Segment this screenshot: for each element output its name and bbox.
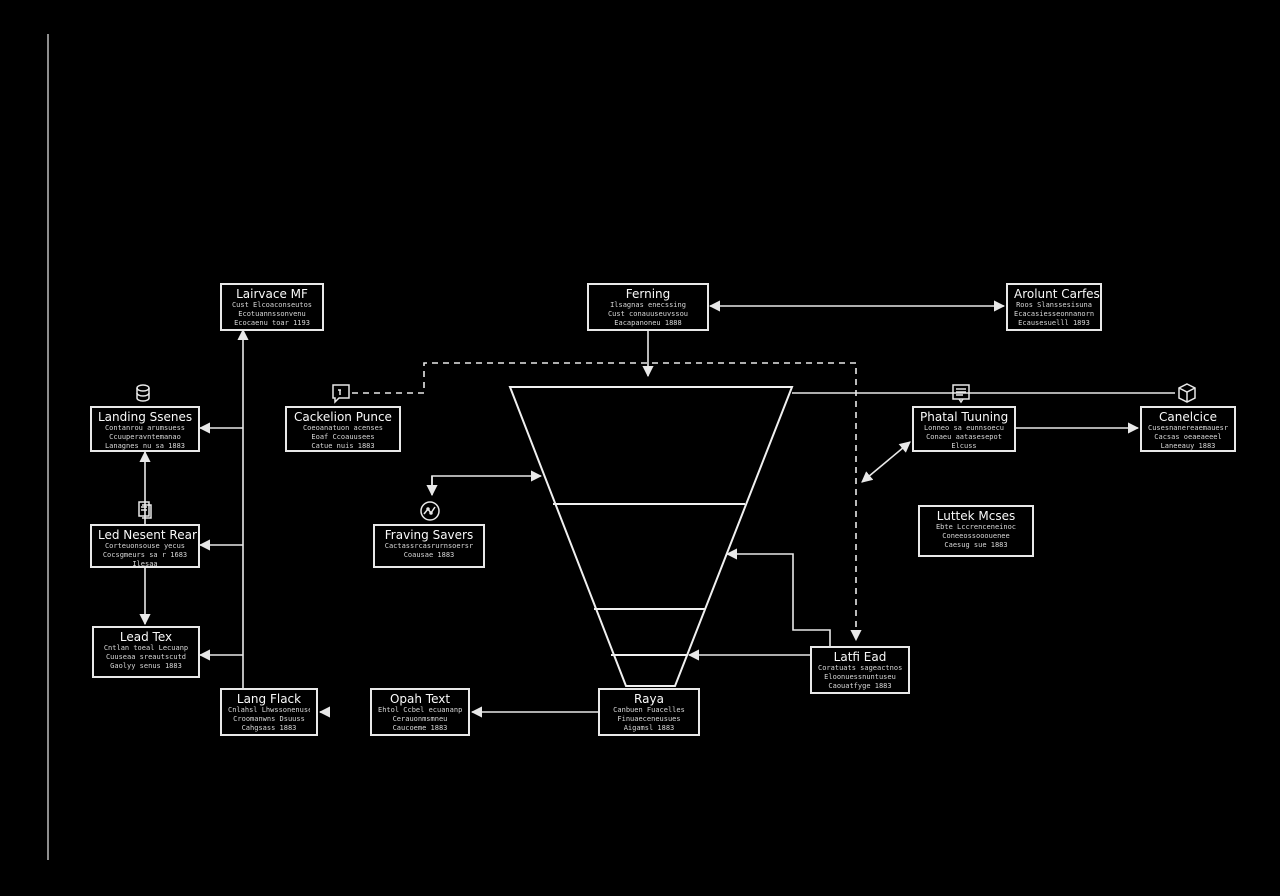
- node-text: Contanrou arumsuess: [104, 424, 186, 432]
- node-latfi-ead[interactable]: Latfi Ead Coratuats sageactnos Eloonuess…: [810, 646, 910, 694]
- node-canelcice[interactable]: Canelcice Cusesnanereaemauesr Cacsas oea…: [1140, 406, 1236, 452]
- node-text: Ecotuannssonvenu: [238, 310, 306, 318]
- node-text: Croomanwns Dsuuss: [233, 715, 305, 723]
- node-text: Finuaeceneusues: [617, 715, 681, 723]
- node-text: Cacsas oeaeaeeel: [1154, 433, 1222, 441]
- node-title: Landing Ssenes: [98, 410, 193, 424]
- node-text: Gaolyy senus 1883: [110, 662, 182, 670]
- node-raya[interactable]: Raya Canbuen Fuacelles Finuaeceneusues A…: [598, 688, 700, 736]
- node-text: Eacapanoneu 1888: [614, 319, 682, 327]
- node-text: Corteuonsouse yecus: [104, 542, 186, 550]
- node-text: Coneeossooouenee: [942, 532, 1010, 540]
- node-text: Ilesaa: [132, 560, 158, 568]
- node-luttek-mcses[interactable]: Luttek Mcses Ebte Lccrenceneinoc Coneeos…: [918, 505, 1034, 557]
- node-title: Opah Text: [389, 692, 451, 706]
- edge-fraving-funnel: [431, 470, 543, 493]
- document-stack-icon: [134, 498, 156, 520]
- node-text: Eoaf Ccoauusees: [311, 433, 375, 441]
- node-lead-tex[interactable]: Lead Tex Cntlan toeal Lecuanp Cuuseaa sr…: [92, 626, 200, 678]
- node-text: Conaeu aatasesepot: [926, 433, 1002, 441]
- cube-icon: [1176, 382, 1198, 404]
- node-text: Elcuss: [951, 442, 977, 450]
- node-title: Fraving Savers: [384, 528, 474, 542]
- list-icon: [950, 382, 972, 404]
- node-text: Cust conauuseuvssou: [607, 310, 689, 318]
- database-icon: [132, 382, 154, 404]
- analytics-icon: [419, 500, 441, 522]
- node-text: Caouatfyge 1883: [828, 682, 892, 690]
- node-text: Ehtol Ccbel ecuananpo: [378, 706, 462, 714]
- node-text: Catue nuis 1883: [311, 442, 375, 450]
- node-text: Ecocaenu toar 1193: [234, 319, 310, 327]
- node-text: Coratuats sageactnos: [818, 664, 902, 672]
- node-text: Cactassrcasrurnsoersr: [384, 542, 474, 550]
- node-title: Raya: [634, 692, 664, 706]
- node-title: Lang Flack: [236, 692, 302, 706]
- node-text: Ecausesuelll 1893: [1018, 319, 1090, 327]
- edge-latfi-funnel-upper: [725, 548, 831, 648]
- node-phatal-tuuning[interactable]: Phatal Tuuning Lonneo sa eunnsoecu Conae…: [912, 406, 1016, 452]
- node-text: Cntlan toeal Lecuanp: [103, 644, 189, 652]
- node-text: Cnlahsl Lhwssonenuseo: [228, 706, 310, 714]
- node-title: Cackelion Punce: [294, 410, 392, 424]
- node-text: Cerauonmsmneu: [392, 715, 448, 723]
- node-lairvace[interactable]: Lairvace MF Cust Elcoaconseutos Ecotuann…: [220, 283, 324, 331]
- node-text: Cahgsass 1883: [241, 724, 297, 732]
- node-text: Caucoeme 1883: [392, 724, 448, 732]
- node-title: Latfi Ead: [833, 650, 887, 664]
- node-cackelion-punce[interactable]: Cackelion Punce Coeoanatuon acenses Eoaf…: [285, 406, 401, 452]
- node-text: Coausae 1883: [403, 551, 455, 559]
- node-text: Eloonuessnuntuseu: [824, 673, 896, 681]
- node-landing-ssenes[interactable]: Landing Ssenes Contanrou arumsuess Ccuup…: [90, 406, 200, 452]
- node-text: Canbuen Fuacelles: [613, 706, 685, 714]
- funnel-shape: [508, 386, 794, 687]
- node-text: Caesug sue 1883: [944, 541, 1008, 549]
- edge-phatal-diagonal: [861, 441, 911, 483]
- node-text: Lonneo sa eunnsoecu: [923, 424, 1005, 432]
- node-title: Lead Tex: [119, 630, 173, 644]
- node-title: Arolunt Carfes: [1014, 287, 1100, 301]
- node-ferning[interactable]: Ferning Ilsagnas enecssing Cust conauuse…: [587, 283, 709, 331]
- node-text: Ebte Lccrenceneinoc: [935, 523, 1017, 531]
- node-text: Ccuuperavntemanao: [109, 433, 181, 441]
- node-title: Phatal Tuuning: [920, 410, 1009, 424]
- node-title: Luttek Mcses: [936, 509, 1016, 523]
- node-text: Cocsgmeurs sa r 1683: [102, 551, 188, 559]
- node-fraving-savers[interactable]: Fraving Savers Cactassrcasrurnsoersr Coa…: [373, 524, 485, 568]
- node-text: Cuuseaa sreautscutd: [105, 653, 187, 661]
- node-title: Ferning: [625, 287, 671, 301]
- chat-icon: [330, 382, 352, 404]
- node-opah-text[interactable]: Opah Text Ehtol Ccbel ecuananpo Cerauonm…: [370, 688, 470, 736]
- dashed-route: [352, 362, 862, 642]
- node-text: Coeoanatuon acenses: [302, 424, 384, 432]
- node-text: Ilsagnas enecssing: [610, 301, 686, 309]
- node-text: Cusesnanereaemauesr: [1148, 424, 1228, 432]
- node-text: Roos Slanssesisuna: [1016, 301, 1092, 309]
- node-title: Lairvace MF: [236, 287, 308, 301]
- node-text: Lanagnes nu sa 1883: [104, 442, 186, 450]
- node-title: Canelcice: [1159, 410, 1217, 424]
- node-text: Laneeauy 1883: [1160, 442, 1216, 450]
- node-lead-nesent-rear[interactable]: Led Nesent Rear Corteuonsouse yecus Cocs…: [90, 524, 200, 568]
- node-lang-flack[interactable]: Lang Flack Cnlahsl Lhwssonenuseo Crooman…: [220, 688, 318, 736]
- node-text: Aigamsl 1883: [623, 724, 675, 732]
- node-title: Led Nesent Rear: [98, 528, 197, 542]
- node-text: Cust Elcoaconseutos: [231, 301, 313, 309]
- node-text: Ecacasiesseonnanorn: [1014, 310, 1094, 318]
- node-arolunt-carfes[interactable]: Arolunt Carfes Roos Slanssesisuna Ecacas…: [1006, 283, 1102, 331]
